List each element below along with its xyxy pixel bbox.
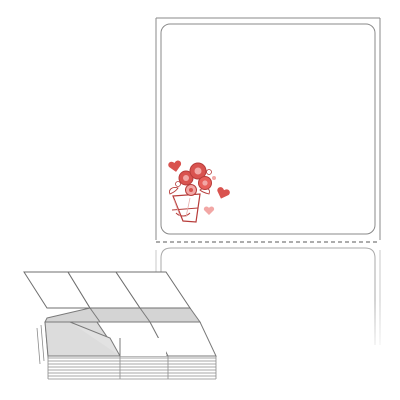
- stack-label: [120, 338, 166, 356]
- fanned-label: [115, 271, 191, 309]
- label-liner: [155, 17, 381, 345]
- next-label: [160, 247, 376, 345]
- heart-icon: [217, 187, 230, 199]
- fanned-labels: [23, 271, 191, 309]
- heart-icon: [168, 160, 182, 172]
- main-label: [160, 23, 376, 235]
- heart-icon: [203, 206, 215, 215]
- fold-panel: [44, 307, 201, 357]
- flower-bouquet-icon: [168, 160, 230, 223]
- label-stack-base: [36, 321, 218, 380]
